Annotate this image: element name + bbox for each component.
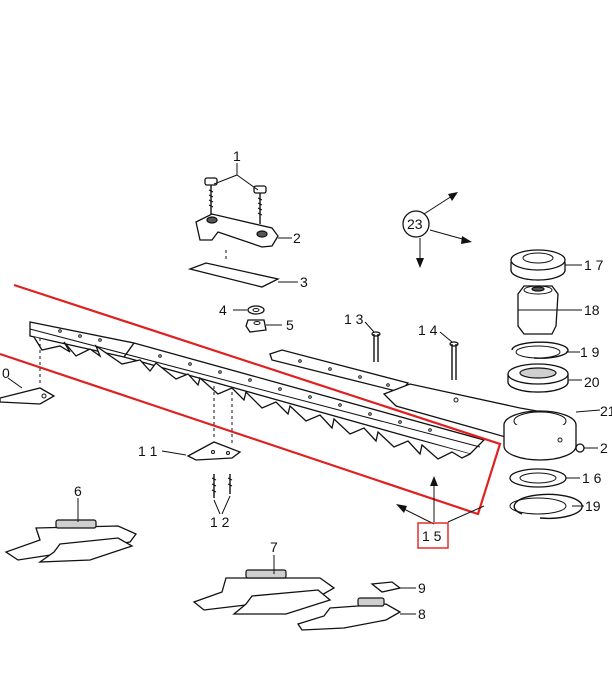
bolt-pair-part-1 <box>204 163 267 224</box>
label-1: 1 <box>233 148 241 164</box>
circlip-part-19-lower <box>509 493 584 520</box>
cap-part-17 <box>510 249 582 281</box>
knife-section-bar <box>29 321 486 460</box>
callout-box-15 <box>417 522 449 549</box>
label-20: 20 <box>584 374 600 390</box>
label-8: 8 <box>418 606 426 622</box>
clamp-bracket-part-2 <box>195 213 292 248</box>
label-18: 18 <box>584 302 600 318</box>
label-11: 1 1 <box>138 443 158 459</box>
label-19-upper: 1 9 <box>580 344 600 360</box>
guard-assembly-part-7 <box>192 555 336 615</box>
direction-arrows-part-15 <box>396 476 485 525</box>
label-23: 23 <box>407 216 423 232</box>
part-labels: 1 2 3 4 5 6 7 8 9 0 1 1 1 2 1 3 1 4 1 5 … <box>2 148 612 622</box>
bearing-part-20 <box>507 363 582 393</box>
shim-plate-part-3 <box>187 250 298 288</box>
label-4: 4 <box>219 302 227 318</box>
label-2: 2 <box>293 230 301 246</box>
label-5: 5 <box>286 317 294 333</box>
drive-arm-part-21 <box>382 383 601 461</box>
callout-circle-23 <box>402 210 430 238</box>
label-13: 1 3 <box>344 311 364 327</box>
nut-part-5 <box>245 319 282 333</box>
washer-part-16 <box>509 468 580 488</box>
label-19-lower: 19 <box>585 498 601 514</box>
guard-part-8 <box>296 597 416 631</box>
hold-down-clip-part-9 <box>370 581 416 593</box>
label-14: 1 4 <box>418 322 438 338</box>
direction-arrows-part-23 <box>416 192 472 268</box>
pin-part-13 <box>364 321 381 362</box>
washer-part-4 <box>233 305 265 315</box>
guard-assembly-part-6 <box>4 498 138 563</box>
label-12: 1 2 <box>210 514 230 530</box>
grease-nipple-part-22 <box>575 443 598 453</box>
red-highlight-box <box>0 283 502 516</box>
label-9: 9 <box>418 580 426 596</box>
label-6: 6 <box>74 483 82 499</box>
label-17: 1 7 <box>584 257 604 273</box>
label-21: 21 <box>600 403 612 419</box>
circlip-part-19-upper <box>511 341 580 359</box>
screws-part-12 <box>211 474 233 515</box>
drive-bar <box>269 349 410 393</box>
label-3: 3 <box>300 274 308 290</box>
label-15: 1 5 <box>422 528 442 544</box>
wear-plate-part-11 <box>161 441 242 461</box>
label-10: 0 <box>2 365 10 381</box>
clip-part-10 <box>0 377 56 405</box>
label-7: 7 <box>270 539 278 555</box>
label-16: 1 6 <box>582 470 602 486</box>
pin-part-14 <box>439 331 459 380</box>
label-22: 2 <box>600 440 608 456</box>
bearing-housing-part-18 <box>517 285 582 335</box>
